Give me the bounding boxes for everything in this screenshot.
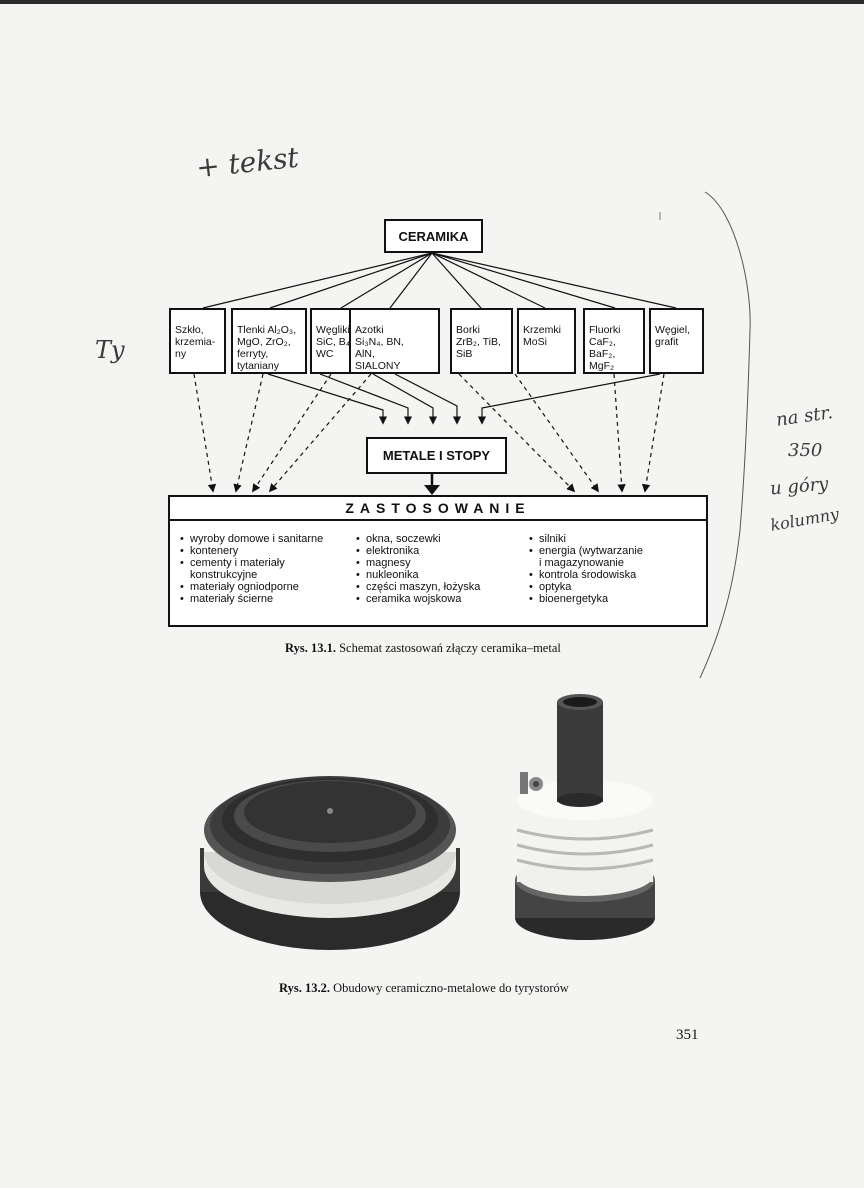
category-silicides: Krzemki MoSi xyxy=(517,308,576,374)
applications-list-3: silniki energia (wytwarzanie i magazynow… xyxy=(527,533,702,605)
list-item: cementy i materiały xyxy=(178,557,348,569)
metals-label: METALE I STOPY xyxy=(382,448,491,463)
category-oxides-label: Tlenki Al₂O₃, MgO, ZrO₂, ferryty, tytani… xyxy=(237,324,297,372)
solid-arrows-to-metals xyxy=(267,373,661,425)
list-item-continuation: i magazynowanie xyxy=(539,557,624,569)
thyristor-housings-photo xyxy=(195,680,675,970)
applications-box: ZASTOSOWANIE wyroby domowe i sanitarne k… xyxy=(168,495,708,627)
category-borides: Borki ZrB₂, TiB, SiB xyxy=(450,308,513,374)
applications-title-text: ZASTOSOWANIE xyxy=(345,500,531,516)
page-number: 351 xyxy=(676,1027,699,1043)
category-fluorides: Fluorki CaF₂, BaF₂, MgF₂ xyxy=(583,308,645,374)
category-silicides-label: Krzemki MoSi xyxy=(523,324,561,348)
category-glass: Szkło, krzemia- ny xyxy=(169,308,226,374)
ceramics-branch-lines xyxy=(202,252,677,309)
applications-title: ZASTOSOWANIE xyxy=(170,497,706,521)
list-item-continuation: konstrukcyjne xyxy=(190,569,258,581)
applications-list-2: okna, soczewki elektronika magnesy nukle… xyxy=(354,533,524,605)
handwritten-note-right-2: 350 xyxy=(788,440,823,461)
ceramics-title: CERAMIKA xyxy=(398,228,469,244)
metals-box: METALE I STOPY xyxy=(366,437,507,474)
caption-1-label: Rys. 13.1. xyxy=(285,641,336,655)
scan-top-edge xyxy=(0,0,864,4)
caption-2-text: Obudowy ceramiczno-metalowe do tyrystoró… xyxy=(329,981,569,995)
list-item: ceramika wojskowa xyxy=(354,593,524,605)
handwritten-note-left: Ty xyxy=(95,336,125,364)
list-item: materiały ogniodporne xyxy=(178,581,348,593)
list-item: części maszyn, łożyska xyxy=(354,581,524,593)
list-item: elektronika xyxy=(354,545,524,557)
list-item: nukleonika xyxy=(354,569,524,581)
ceramics-title-box: CERAMIKA xyxy=(384,219,483,253)
disc-housing-left xyxy=(200,776,460,950)
caption-1-text: Schemat zastosowań złączy ceramika–metal xyxy=(335,641,561,655)
figure-caption-1: Rys. 13.1. Schemat zastosowań złączy cer… xyxy=(285,641,561,656)
list-item: optyka xyxy=(527,581,702,593)
list-item: kontenery xyxy=(178,545,348,557)
handwritten-margin-line xyxy=(699,191,751,679)
category-oxides: Tlenki Al₂O₃, MgO, ZrO₂, ferryty, tytani… xyxy=(231,308,307,374)
list-item: silniki xyxy=(527,533,702,545)
caption-2-label: Rys. 13.2. xyxy=(279,981,330,995)
metals-to-applications-arrow xyxy=(424,474,440,495)
list-item: wyroby domowe i sanitarne xyxy=(178,533,348,545)
category-nitrides-label: Azotki Si₃N₄, BN, AlN, SIALONY xyxy=(355,324,404,372)
list-item: magnesy xyxy=(354,557,524,569)
list-item: energia (wytwarzanie xyxy=(527,545,702,557)
category-borides-label: Borki ZrB₂, TiB, SiB xyxy=(456,324,501,360)
category-nitrides: Azotki Si₃N₄, BN, AlN, SIALONY xyxy=(349,308,440,374)
category-carbon: Węgiel, grafit xyxy=(649,308,704,374)
category-carbon-label: Węgiel, grafit xyxy=(655,324,691,348)
list-item: materiały ścierne xyxy=(178,593,348,605)
list-item: okna, soczewki xyxy=(354,533,524,545)
category-fluorides-label: Fluorki CaF₂, BaF₂, MgF₂ xyxy=(589,324,621,372)
category-glass-label: Szkło, krzemia- ny xyxy=(175,324,216,360)
list-item: kontrola środowiska xyxy=(527,569,702,581)
dashed-arrows-to-applications xyxy=(193,373,665,493)
list-item: bioenergetyka xyxy=(527,593,702,605)
figure-caption-2: Rys. 13.2. Obudowy ceramiczno-metalowe d… xyxy=(279,981,569,996)
stacked-housing-right xyxy=(515,694,655,940)
applications-list-1: wyroby domowe i sanitarne kontenery ceme… xyxy=(178,533,348,605)
